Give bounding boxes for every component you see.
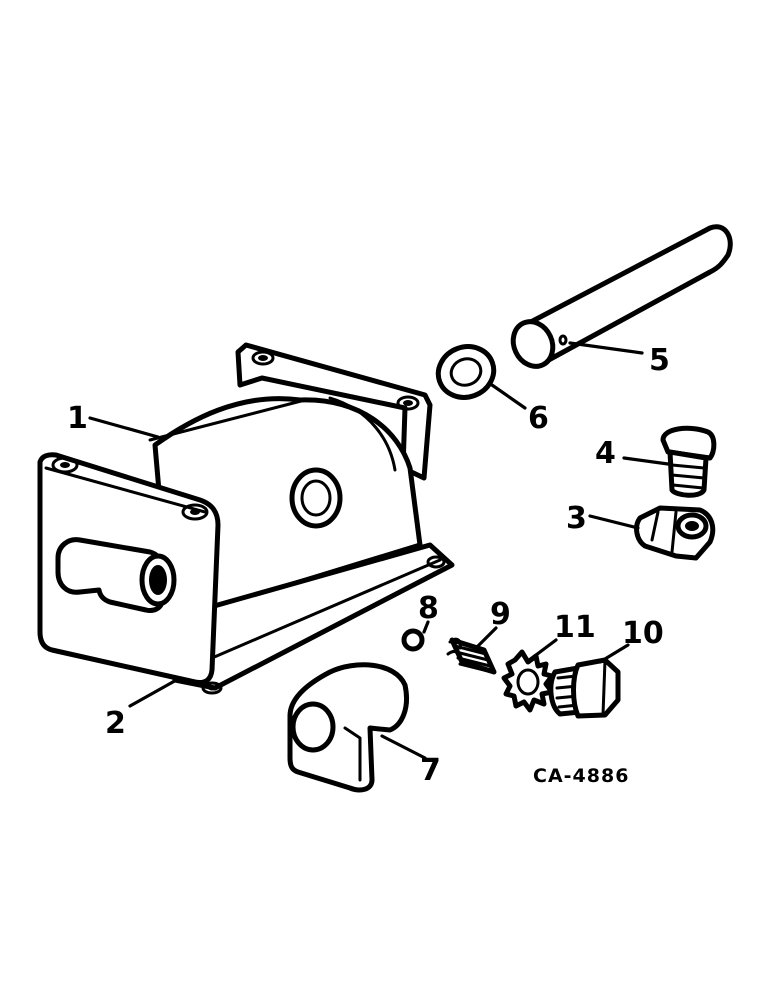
elbow-fitting	[634, 505, 716, 561]
leader-7	[380, 734, 427, 760]
label-1: 1	[67, 401, 88, 436]
label-10: 10	[622, 616, 664, 651]
label-11: 11	[554, 610, 596, 645]
label-5: 5	[649, 343, 670, 378]
leader-6	[490, 383, 527, 410]
label-4: 4	[595, 436, 616, 471]
leader-11	[534, 638, 558, 657]
label-8: 8	[418, 591, 439, 626]
leader-1	[88, 416, 160, 439]
leader-9	[474, 626, 498, 650]
label-6: 6	[528, 401, 549, 436]
leader-3	[588, 514, 640, 530]
leader-2	[128, 676, 182, 708]
label-3: 3	[566, 501, 587, 536]
plug	[660, 425, 717, 498]
leader-5	[568, 341, 644, 355]
pin-shaft	[510, 224, 733, 369]
leader-10	[598, 643, 630, 664]
drawing-code: CA-4886	[533, 765, 629, 787]
ball	[401, 628, 425, 652]
hex-bolt	[548, 657, 621, 719]
washer	[435, 344, 497, 400]
clevis-block	[287, 662, 409, 793]
spring	[446, 637, 497, 675]
callout-numbers: 1 2 3 4 5 6 7 8 9 10 11	[67, 343, 670, 788]
leader-8	[422, 620, 430, 634]
lock-washer	[501, 649, 555, 713]
label-7: 7	[420, 753, 441, 788]
label-2: 2	[105, 706, 126, 741]
leader-lines	[88, 341, 670, 760]
housing-body	[37, 342, 455, 695]
leader-4	[622, 456, 670, 466]
label-9: 9	[490, 597, 511, 632]
